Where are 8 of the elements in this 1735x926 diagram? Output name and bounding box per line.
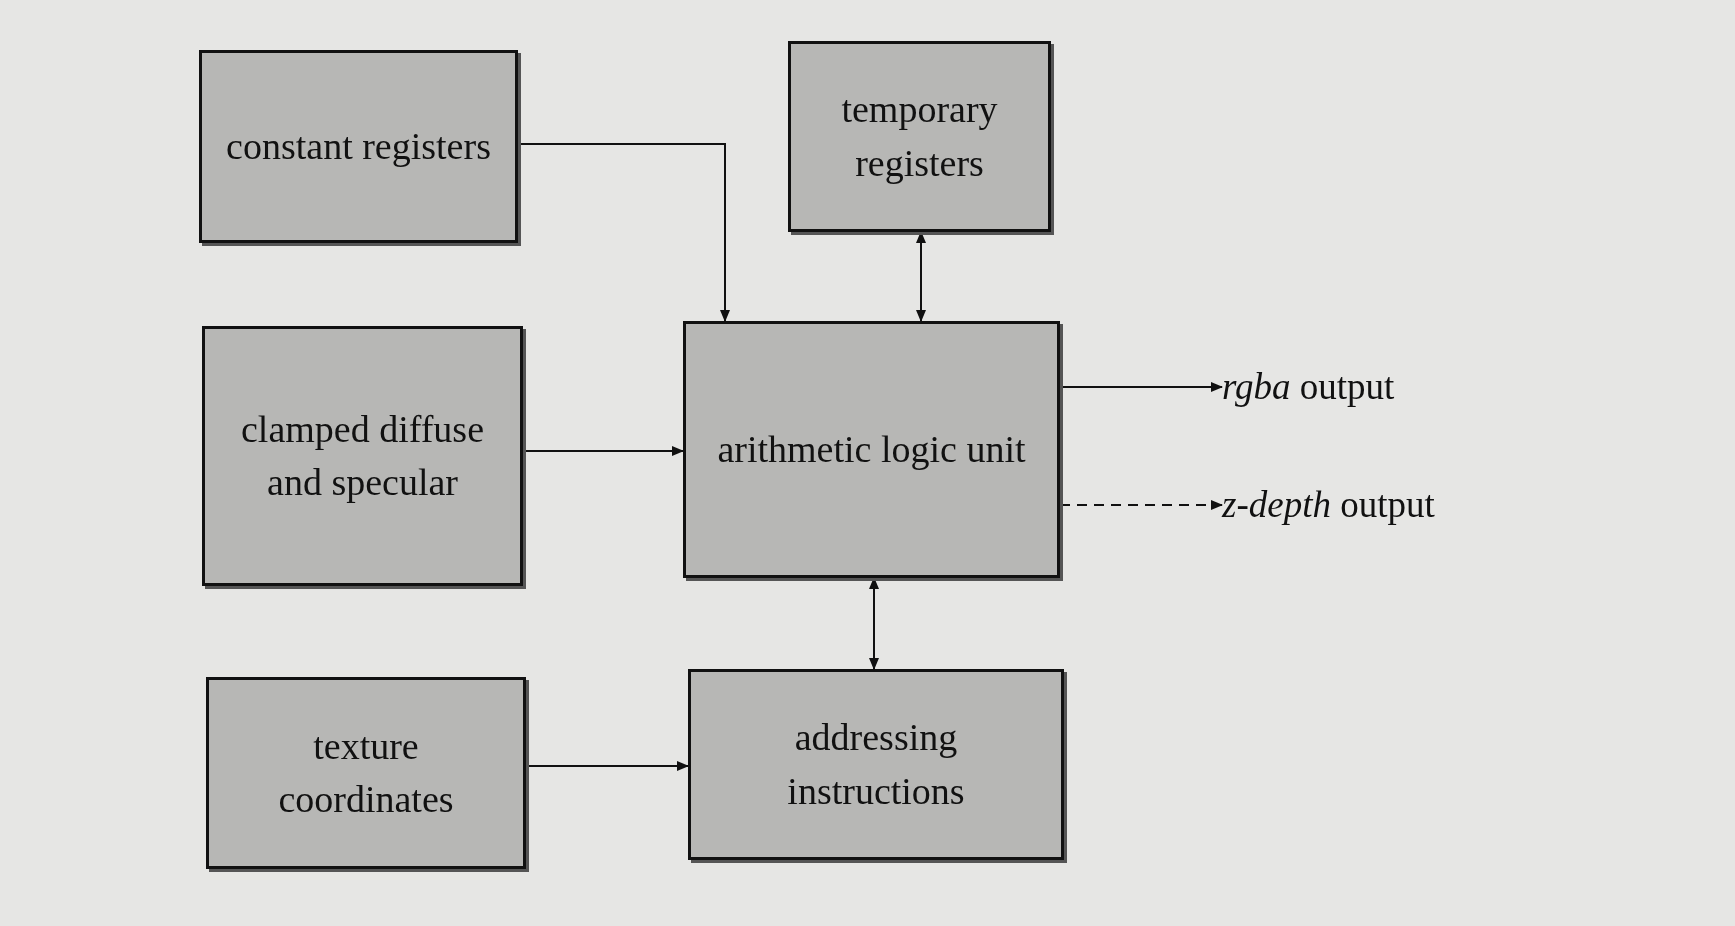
process-box: clamped diffuse and specular xyxy=(202,326,523,586)
output-label: z-depth output xyxy=(1222,478,1552,532)
process-box: temporary registers xyxy=(788,41,1051,232)
output-label: rgba output xyxy=(1222,360,1522,414)
process-box: constant registers xyxy=(199,50,518,243)
process-box: arithmetic logic unit xyxy=(683,321,1060,578)
process-box: addressing instructions xyxy=(688,669,1064,860)
process-box: texture coordinates xyxy=(206,677,526,869)
